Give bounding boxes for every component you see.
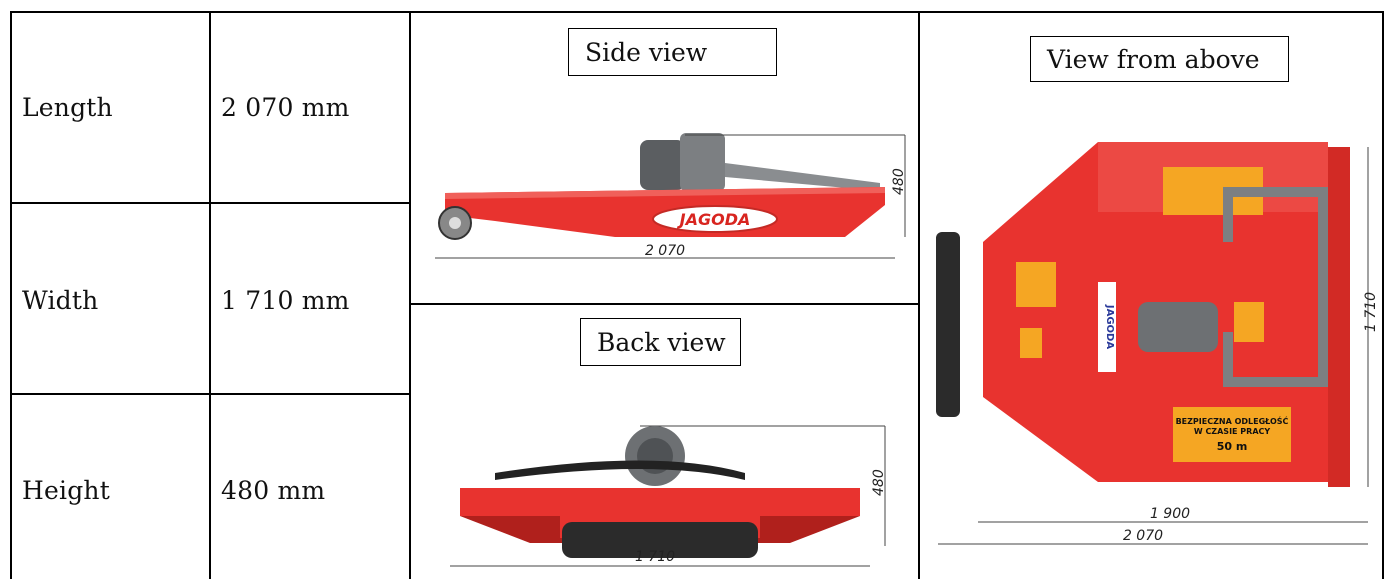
table-border-top — [10, 11, 1383, 13]
spec-value-length: 2 070 mm — [221, 93, 350, 122]
top-brand-text: JAGODA — [1104, 304, 1115, 349]
spec-label-length: Length — [22, 93, 113, 122]
top-sign-distance: 50 m — [1217, 440, 1248, 453]
row-divider-1 — [10, 202, 410, 204]
back-dim-height: 480 — [871, 469, 887, 496]
side-brand-text: JAGODA — [677, 210, 751, 229]
col-divider-3 — [918, 11, 920, 579]
top-view-drawing: JAGODA BEZPIECZNA ODLEGŁOŚĆ W CZASIE PRA… — [936, 142, 1379, 545]
top-dim-inner: 1 900 — [1150, 506, 1190, 522]
side-view-drawing: JAGODA 2 070 480 — [435, 133, 907, 259]
table-border-left — [10, 11, 12, 579]
top-view-caption: View from above — [1030, 36, 1289, 82]
top-sign-line2: W CZASIE PRACY — [1194, 427, 1271, 436]
col-divider-1 — [209, 11, 211, 579]
side-dim-length: 2 070 — [645, 243, 685, 259]
spec-label-height: Height — [22, 476, 110, 505]
back-view-drawing: 1 710 480 — [450, 425, 887, 567]
spec-value-width: 1 710 mm — [221, 286, 350, 315]
back-dim-width: 1 710 — [635, 549, 675, 565]
side-dim-height: 480 — [891, 168, 907, 195]
spec-label-width: Width — [22, 286, 99, 315]
top-dim-width: 1 710 — [1363, 292, 1379, 332]
row-divider-2 — [10, 393, 410, 395]
side-view-caption: Side view — [568, 28, 777, 76]
spec-value-height: 480 mm — [221, 476, 326, 505]
row-divider-views — [409, 303, 919, 305]
back-view-caption: Back view — [580, 318, 741, 366]
top-sign-line1: BEZPIECZNA ODLEGŁOŚĆ — [1176, 415, 1289, 426]
table-border-right — [1382, 11, 1384, 579]
col-divider-2 — [409, 11, 411, 579]
top-dim-outer: 2 070 — [1123, 528, 1163, 544]
